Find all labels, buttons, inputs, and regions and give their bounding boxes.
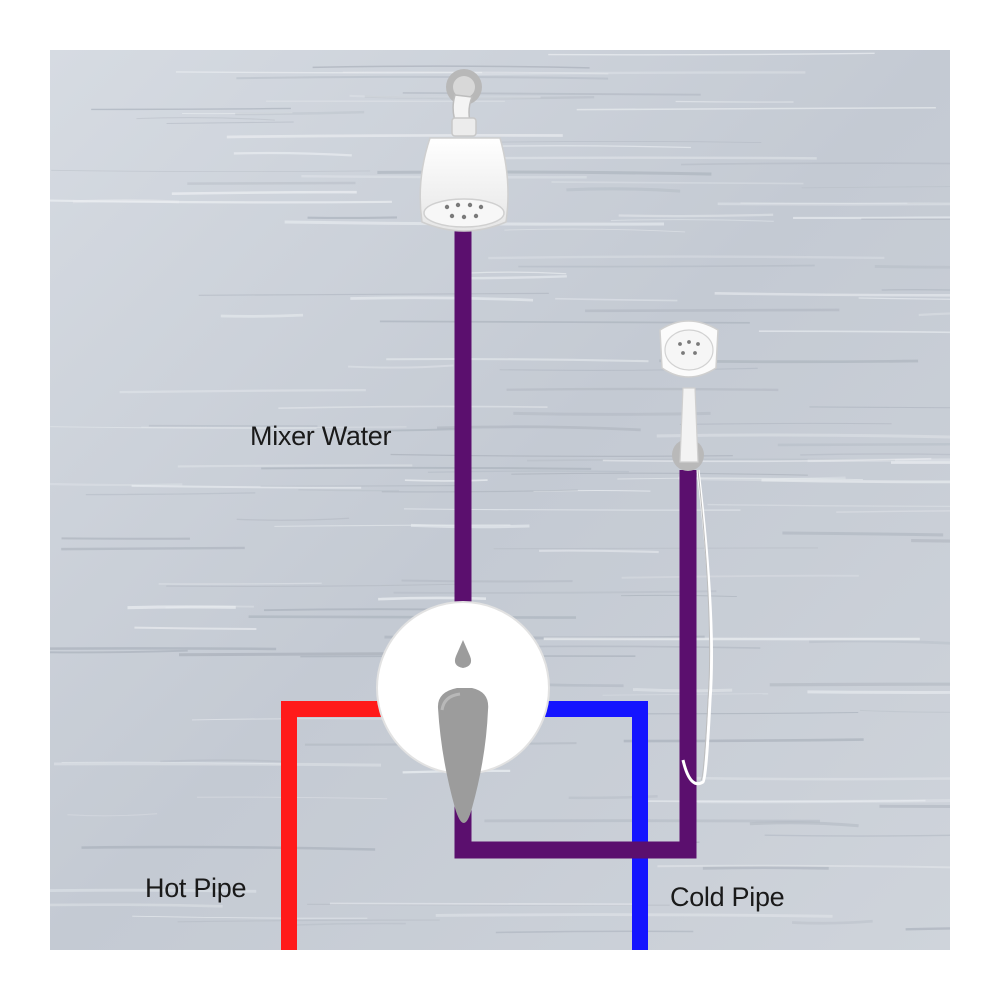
- hot-pipe-label: Hot Pipe: [145, 873, 247, 903]
- mixer-water-label: Mixer Water: [250, 421, 392, 451]
- mixer-valve-icon: [376, 601, 550, 823]
- hot-pipe: [281, 701, 385, 950]
- shower-head-icon: [419, 69, 509, 232]
- hand-shower-icon: [659, 320, 719, 786]
- mixer-water-pipe: [454, 228, 697, 859]
- cold-pipe: [540, 701, 648, 950]
- cold-pipe-label: Cold Pipe: [670, 882, 785, 912]
